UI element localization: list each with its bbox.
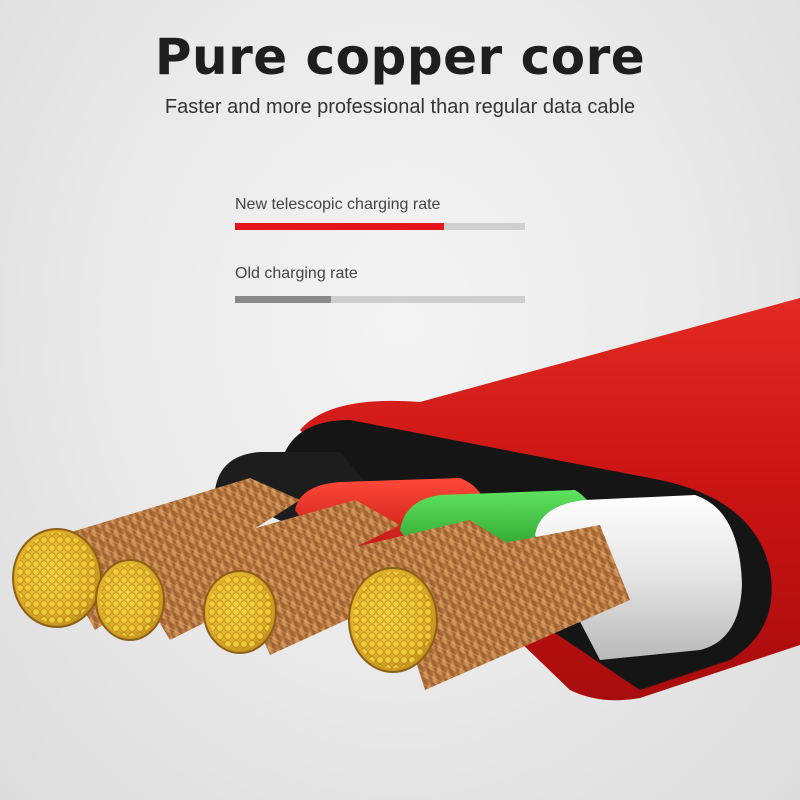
new-rate-label: New telescopic charging rate: [235, 196, 441, 213]
headline-subtitle: Faster and more professional than regula…: [164, 96, 636, 118]
new-rate-bar-fill: [235, 223, 444, 230]
conductor-face-4: [348, 567, 438, 673]
old-rate-label: Old charging rate: [235, 265, 358, 282]
headline-title: Pure copper core: [154, 28, 646, 86]
old-rate-bar-fill: [235, 296, 331, 303]
new-rate-bar-track: [235, 223, 525, 230]
conductor-face-2: [95, 559, 165, 641]
conductor-face-1: [12, 528, 102, 628]
conductor-face-3: [203, 570, 277, 654]
copper-bundle-4: [385, 525, 630, 690]
old-rate-bar-track: [235, 296, 525, 303]
